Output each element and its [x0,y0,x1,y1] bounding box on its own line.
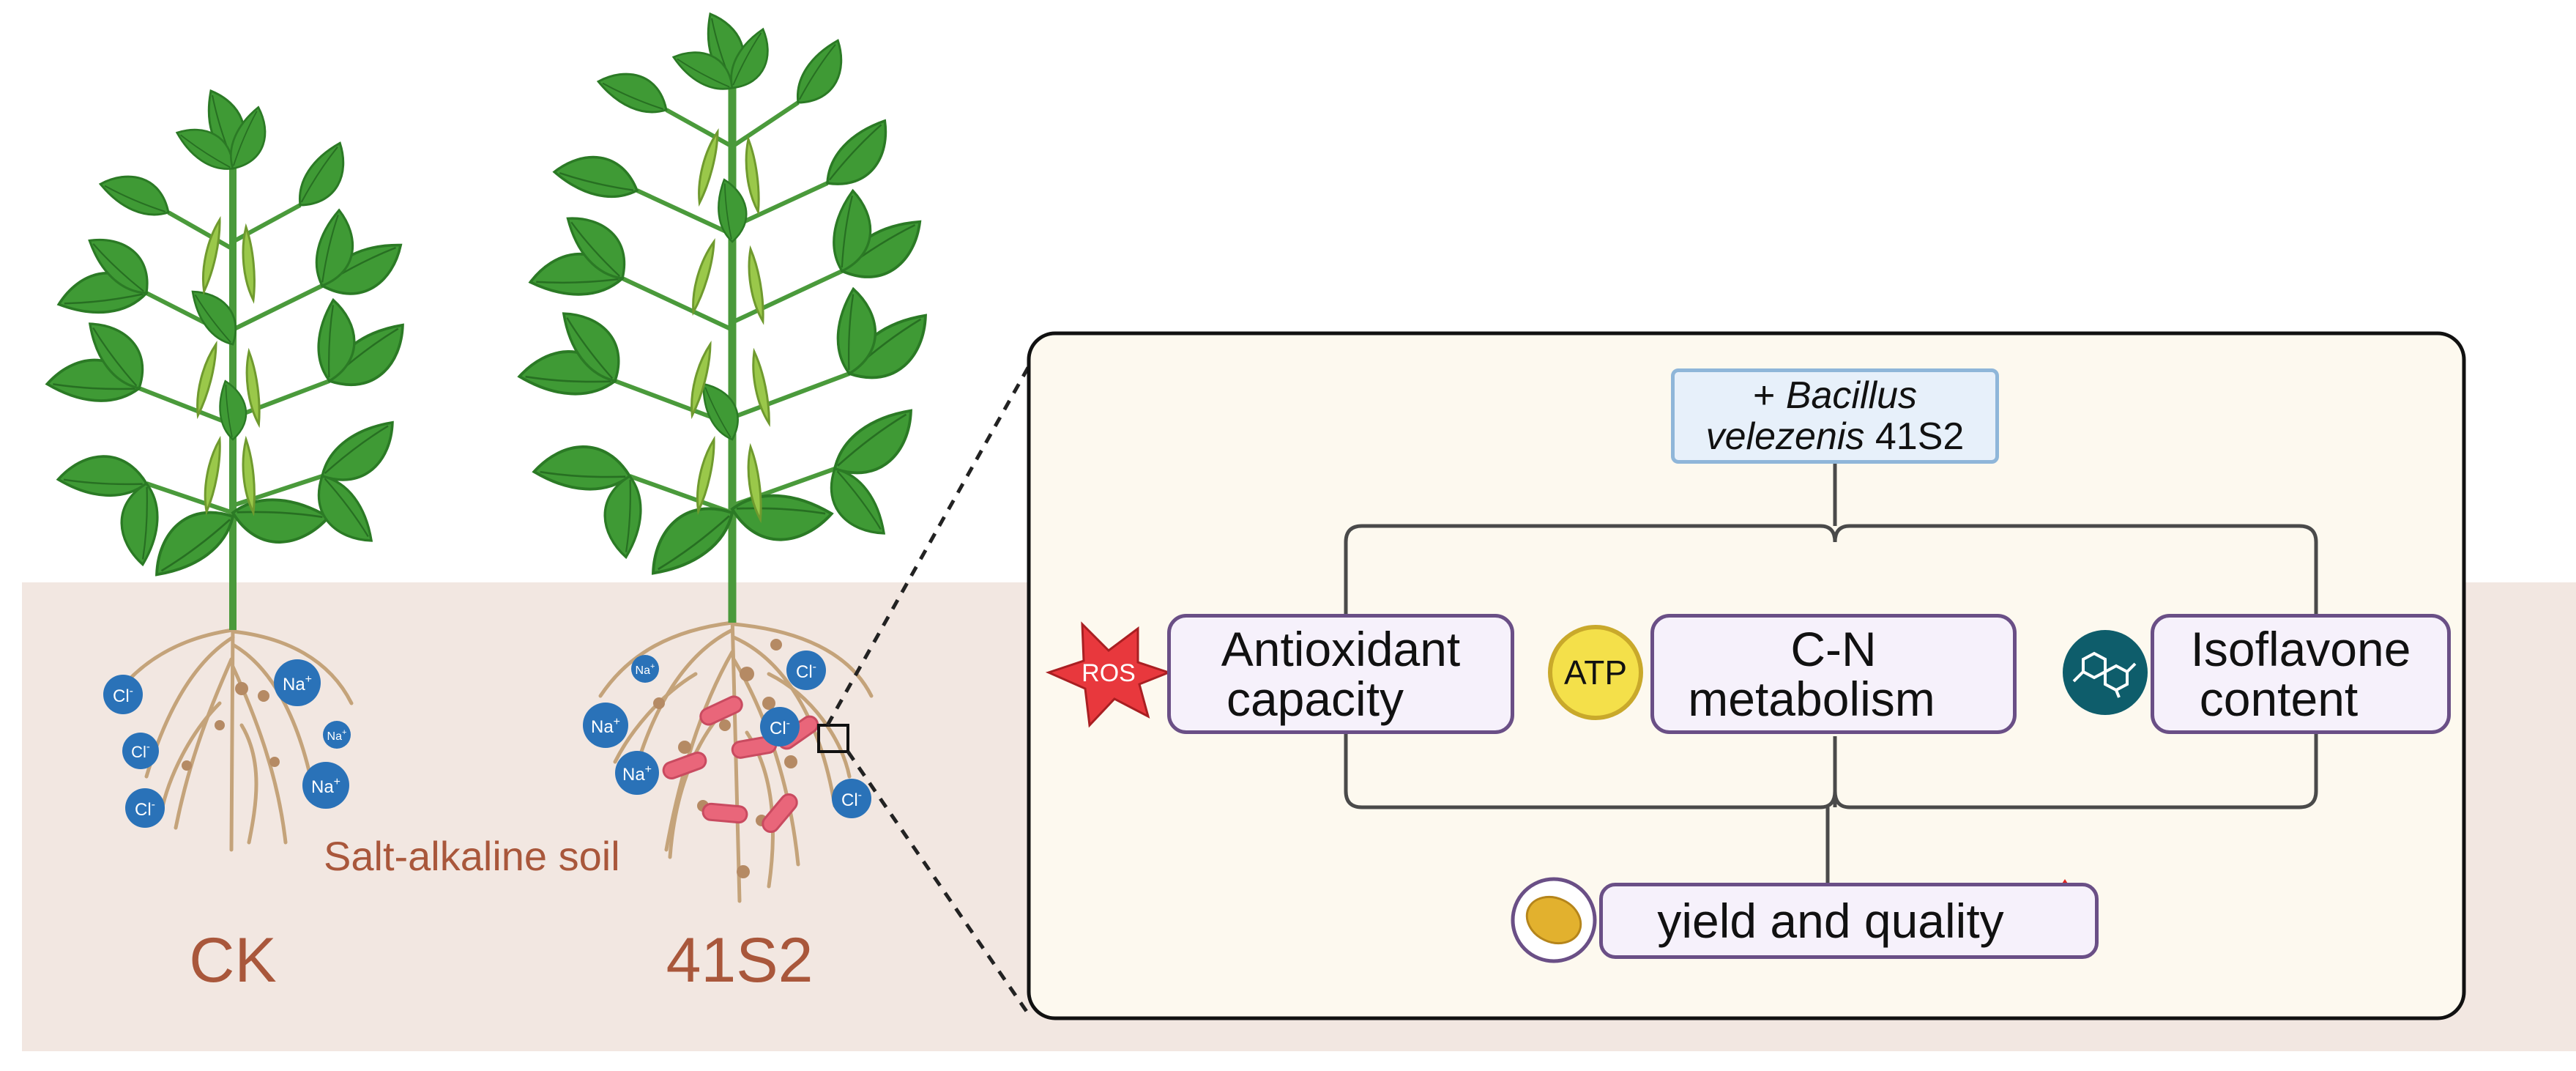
svg-text:Cl-: Cl- [131,741,150,761]
yield-quality-box: yield and quality [1599,883,2099,959]
soil-label: Salt-alkaline soil [324,833,620,879]
strain-soybean-plant [517,12,942,903]
ck-ions: Cl- Cl- Cl- Na+ Na+ Na+ [103,659,351,828]
ck-root-nodules [182,682,280,771]
cn-metabolism-box: C-N metabolism [1650,614,2017,734]
strain-label: 41S2 [666,925,814,996]
cn-line1: C-N [1790,622,1877,676]
svg-text:Na+: Na+ [283,673,312,694]
antioxidant-line1: Antioxidant [1221,622,1461,676]
svg-text:Cl-: Cl- [113,685,133,706]
svg-text:ROS: ROS [1082,659,1136,687]
connector-lines [1344,464,2318,883]
soybean-seed-icon [1511,877,1597,963]
inoculation-prefix: + [1752,374,1786,417]
species-name: velezenis [1705,415,1865,458]
chloride-ion: Cl- [122,733,159,769]
atp-icon: ATP [1548,625,1643,720]
sodium-ion: Na+ [323,721,351,749]
chloride-ion: Cl- [125,788,165,828]
inoculation-box: + Bacillus velezenis 41S2 [1671,368,1999,464]
svg-text:Cl-: Cl- [796,661,816,682]
sodium-ion: Na+ [615,751,659,795]
sodium-ion: Na+ [302,762,349,809]
chloride-ion: Cl- [832,779,871,818]
isoflavone-line1: Isoflavone [2190,622,2411,676]
chloride-ion: Cl- [103,675,143,714]
antioxidant-box: Antioxidant capacity [1167,614,1514,734]
chloride-ion: Cl- [760,707,800,746]
svg-text:Cl-: Cl- [841,789,862,810]
svg-text:Na+: Na+ [327,728,347,743]
svg-text:Na+: Na+ [591,716,620,737]
svg-text:ATP: ATP [1564,653,1627,692]
isoflavone-line2: content [2199,672,2359,726]
antioxidant-line2: capacity [1226,672,1404,726]
svg-text:Na+: Na+ [311,776,340,797]
bacterium [701,801,749,825]
zoom-lines [825,365,1031,1016]
strain-root-nodules [653,639,797,878]
molecule-icon [2063,630,2148,715]
sodium-ion: Na+ [274,659,321,706]
strain-name: 41S2 [1875,415,1965,458]
svg-text:Na+: Na+ [622,763,652,785]
genus-name: Bacillus [1785,374,1917,417]
isoflavone-box: Isoflavone content [2151,614,2451,734]
strain-roots [598,613,874,903]
ck-soybean-plant [45,89,419,852]
chloride-ion: Cl- [786,651,826,690]
svg-text:Cl-: Cl- [770,717,790,738]
cn-line2: metabolism [1688,672,1935,726]
ck-label: CK [189,925,276,996]
yield-quality-label: yield and quality [1657,894,2004,948]
strain-ions: Na+ Na+ Na+ Cl- Cl- Cl- [583,651,871,818]
svg-text:Na+: Na+ [636,662,655,677]
svg-text:Cl-: Cl- [135,798,155,820]
zoom-square [817,724,849,753]
sodium-ion: Na+ [583,703,628,748]
sodium-ion: Na+ [631,655,659,683]
